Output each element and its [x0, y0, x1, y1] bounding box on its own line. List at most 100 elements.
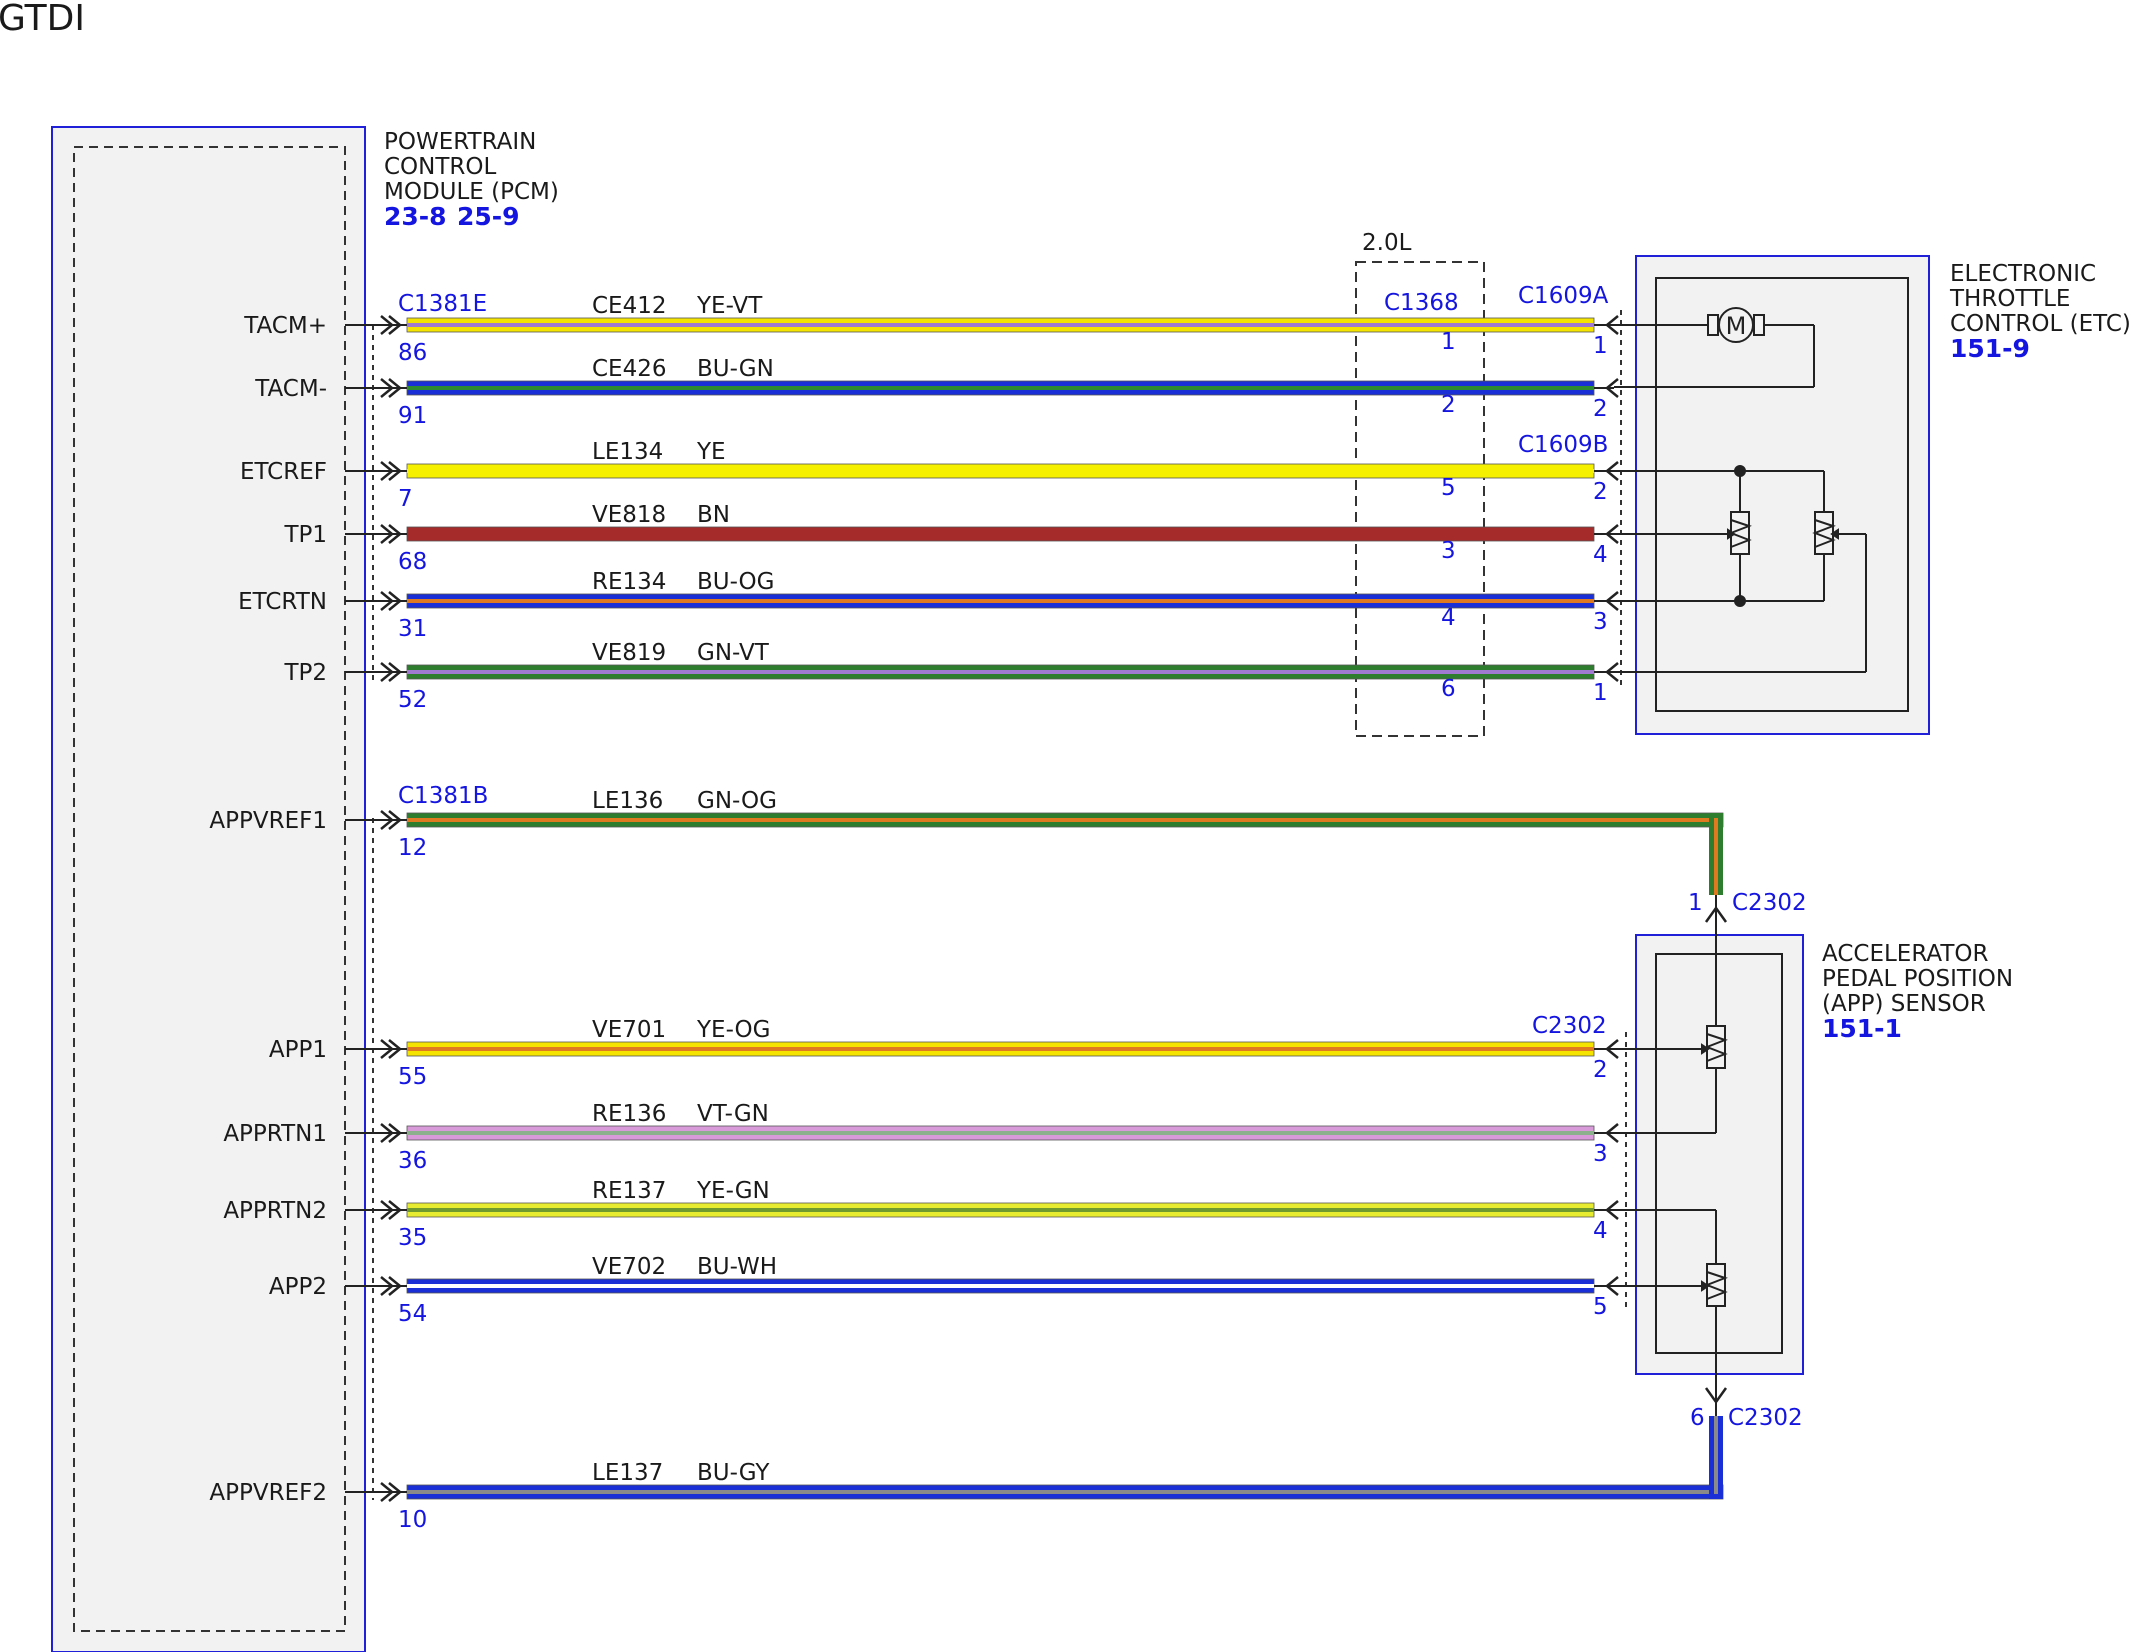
far-pin-arrow: [1605, 378, 1619, 398]
connector-c1368-label[interactable]: C1368: [1384, 290, 1459, 316]
pcm-pin-arrow: [388, 315, 402, 335]
pcm-pin-arrow: [380, 461, 394, 481]
c1368-pin-number: 2: [1441, 392, 1456, 418]
connector-c1381b-label[interactable]: C1381B: [398, 783, 488, 809]
far-pin-arrow: [1605, 591, 1619, 611]
far-pin-number: 5: [1593, 1294, 1608, 1320]
pcm-pin-number: 91: [398, 403, 427, 429]
pcm-pin-arrow: [380, 662, 394, 682]
circuit-id: VE818: [592, 502, 666, 528]
circuit-id: VE701: [592, 1017, 666, 1043]
pcm-signal-label: APPVREF2: [209, 1480, 327, 1506]
circuit-id: LE136: [592, 788, 663, 814]
pcm-pin-arrow: [380, 524, 394, 544]
circuit-id: RE134: [592, 569, 666, 595]
pcm-pin-arrow: [388, 524, 402, 544]
far-pin-number: 1: [1593, 680, 1608, 706]
wire-color-code: YE-GN: [696, 1178, 770, 1204]
pcm-pin-number: 7: [398, 486, 413, 512]
connector-c2302-top-label[interactable]: C2302: [1732, 890, 1807, 916]
pcm-signal-label: APPRTN1: [223, 1121, 327, 1147]
pcm-pin-number: 35: [398, 1225, 427, 1251]
pcm-signal-label: ETCRTN: [238, 589, 327, 615]
pcm-pin-arrow: [380, 1123, 394, 1143]
connector-c2302-bottom-label[interactable]: C2302: [1728, 1405, 1803, 1431]
pcm-signal-label: APP1: [269, 1037, 327, 1063]
etc-ref[interactable]: 151-9: [1950, 334, 2030, 363]
circuit-id: VE702: [592, 1254, 666, 1280]
pcm-ref-2[interactable]: 25-9: [457, 202, 520, 231]
etc-name-line-3: CONTROL (ETC): [1950, 311, 2130, 337]
pcm-name-line-1: POWERTRAIN: [384, 129, 536, 155]
connector-c1609a-label[interactable]: C1609A: [1518, 283, 1609, 309]
connector-c1609b-label[interactable]: C1609B: [1518, 432, 1608, 458]
c1368-engine-label: 2.0L: [1362, 230, 1412, 256]
connector-c2302-side-label[interactable]: C2302: [1532, 1013, 1607, 1039]
wire-color-code: BN: [697, 502, 730, 528]
app-ref[interactable]: 151-1: [1822, 1014, 1902, 1043]
far-pin-arrow: [1605, 1039, 1619, 1059]
wire-color-code: BU-GN: [697, 356, 774, 382]
c1368-pin-number: 5: [1441, 475, 1456, 501]
circuit-id: CE426: [592, 356, 667, 382]
c2302-top-pin: 1: [1688, 890, 1703, 916]
app-name-line-2: PEDAL POSITION: [1822, 966, 2013, 992]
pcm-internal-outline: [73, 146, 346, 1632]
pcm-pin-number: 31: [398, 616, 427, 642]
pcm-name-line-2: CONTROL: [384, 154, 497, 180]
pcm-module-box[interactable]: [51, 126, 366, 1652]
etc-internal-outline: [1655, 277, 1909, 712]
throttle-position-sensors: [1614, 465, 1867, 673]
far-pin-arrow: [1605, 1200, 1619, 1220]
app-name-line-1: ACCELERATOR: [1822, 941, 1988, 967]
throttle-motor: [1614, 307, 1815, 388]
pcm-signal-label: ETCREF: [240, 459, 327, 485]
pcm-pin-arrow: [380, 378, 394, 398]
far-pin-number: 2: [1593, 1057, 1608, 1083]
etc-module-box[interactable]: [1635, 255, 1930, 735]
pcm-pin-arrow: [380, 1200, 394, 1220]
pcm-ref-1[interactable]: 23-8: [384, 202, 447, 231]
far-pin-arrow: [1605, 1276, 1619, 1296]
pcm-pin-number: 86: [398, 340, 427, 366]
far-pin-number: 1: [1593, 333, 1608, 359]
connector-c1381e-label[interactable]: C1381E: [398, 291, 487, 317]
pcm-signal-label: TP1: [283, 522, 327, 548]
pcm-pin-arrow: [388, 591, 402, 611]
c1368-pin-number: 3: [1441, 538, 1456, 564]
far-pin-number: 3: [1593, 1141, 1608, 1167]
wire-color-code: BU-WH: [697, 1254, 777, 1280]
etc-name-line-2: THROTTLE: [1949, 286, 2070, 312]
pcm-name-line-3: MODULE (PCM): [384, 179, 559, 205]
app-internal-outline: [1655, 953, 1783, 1354]
circuit-id: LE137: [592, 1460, 663, 1486]
wire-color-code: BU-GY: [697, 1460, 770, 1486]
pcm-pin-arrow: [388, 1276, 402, 1296]
circuit-id: LE134: [592, 439, 663, 465]
wire-color-code: YE: [696, 439, 726, 465]
app-sensor-module-box[interactable]: [1635, 934, 1804, 1375]
pcm-pin-arrow: [388, 1039, 402, 1059]
pcm-pin-arrow: [388, 1123, 402, 1143]
motor-symbol: M: [1726, 312, 1747, 340]
pcm-signal-label: APPRTN2: [223, 1198, 327, 1224]
far-pin-arrow: [1605, 315, 1619, 335]
wire-color-code: GN-VT: [697, 640, 770, 666]
pcm-pin-number: 36: [398, 1148, 427, 1174]
far-pin-arrow: [1605, 1123, 1619, 1143]
wire-color-code: VT-GN: [697, 1101, 769, 1127]
